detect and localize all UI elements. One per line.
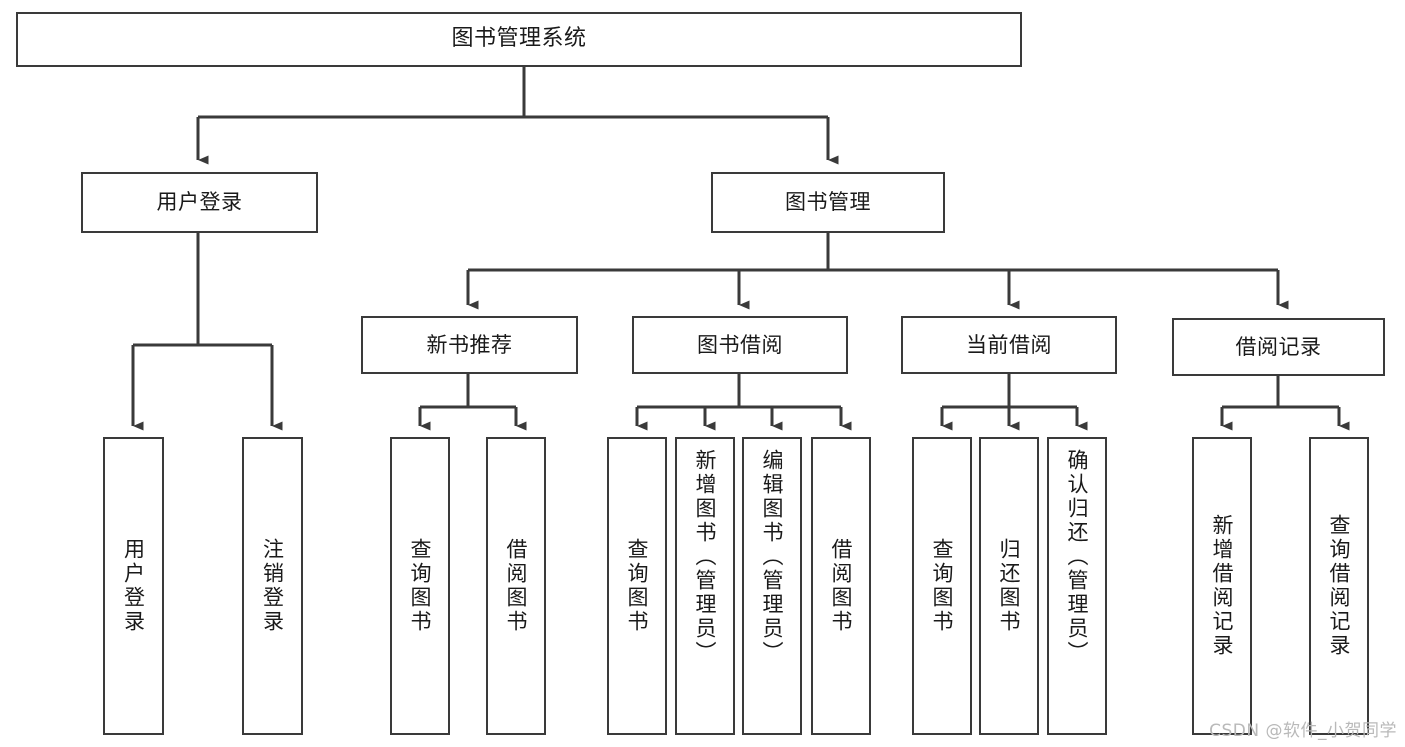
node-label: 查询借阅记录 <box>1327 514 1352 658</box>
node-label: 确认归还（管理员） <box>1065 449 1090 665</box>
node-label: 查询图书 <box>930 538 955 634</box>
node-leaf-logout-login[interactable]: 注销登录 <box>242 437 303 735</box>
node-label: 图书管理 <box>785 190 871 215</box>
node-label: 图书借阅 <box>697 332 783 357</box>
node-label: 借阅图书 <box>504 538 529 634</box>
node-new-book-recommend[interactable]: 新书推荐 <box>361 316 578 374</box>
node-label: 用户登录 <box>121 538 146 634</box>
node-label: 当前借阅 <box>966 332 1052 357</box>
node-label: 注销登录 <box>260 538 285 634</box>
node-leaf-edit-book[interactable]: 编辑图书（管理员） <box>742 437 802 735</box>
node-label: 图书管理系统 <box>451 26 587 52</box>
node-label: 编辑图书（管理员） <box>760 449 785 665</box>
node-leaf-borrow-book-1[interactable]: 借阅图书 <box>486 437 546 735</box>
node-leaf-user-login[interactable]: 用户登录 <box>103 437 164 735</box>
node-leaf-add-book[interactable]: 新增图书（管理员） <box>675 437 735 735</box>
node-label: 用户登录 <box>156 190 243 215</box>
node-label: 新增借阅记录 <box>1210 514 1235 658</box>
node-book-manage[interactable]: 图书管理 <box>711 172 945 233</box>
node-leaf-add-record[interactable]: 新增借阅记录 <box>1192 437 1252 735</box>
node-leaf-return-book[interactable]: 归还图书 <box>979 437 1039 735</box>
node-borrow-record[interactable]: 借阅记录 <box>1172 318 1385 376</box>
node-leaf-borrow-book-2[interactable]: 借阅图书 <box>811 437 871 735</box>
node-label: 新书推荐 <box>426 332 513 357</box>
node-label: 归还图书 <box>997 538 1022 634</box>
node-book-management-system[interactable]: 图书管理系统 <box>16 12 1022 67</box>
node-label: 借阅记录 <box>1235 334 1322 359</box>
node-book-borrow[interactable]: 图书借阅 <box>632 316 848 374</box>
node-leaf-query-book-2[interactable]: 查询图书 <box>607 437 667 735</box>
node-current-borrow[interactable]: 当前借阅 <box>901 316 1117 374</box>
node-label: 新增图书（管理员） <box>693 449 718 665</box>
node-leaf-query-book-3[interactable]: 查询图书 <box>912 437 972 735</box>
node-leaf-query-book-1[interactable]: 查询图书 <box>390 437 450 735</box>
node-label: 查询图书 <box>408 538 433 634</box>
node-leaf-query-record[interactable]: 查询借阅记录 <box>1309 437 1369 735</box>
node-user-login[interactable]: 用户登录 <box>81 172 318 233</box>
node-label: 借阅图书 <box>829 538 854 634</box>
node-label: 查询图书 <box>625 538 650 634</box>
node-leaf-confirm-return[interactable]: 确认归还（管理员） <box>1047 437 1107 735</box>
